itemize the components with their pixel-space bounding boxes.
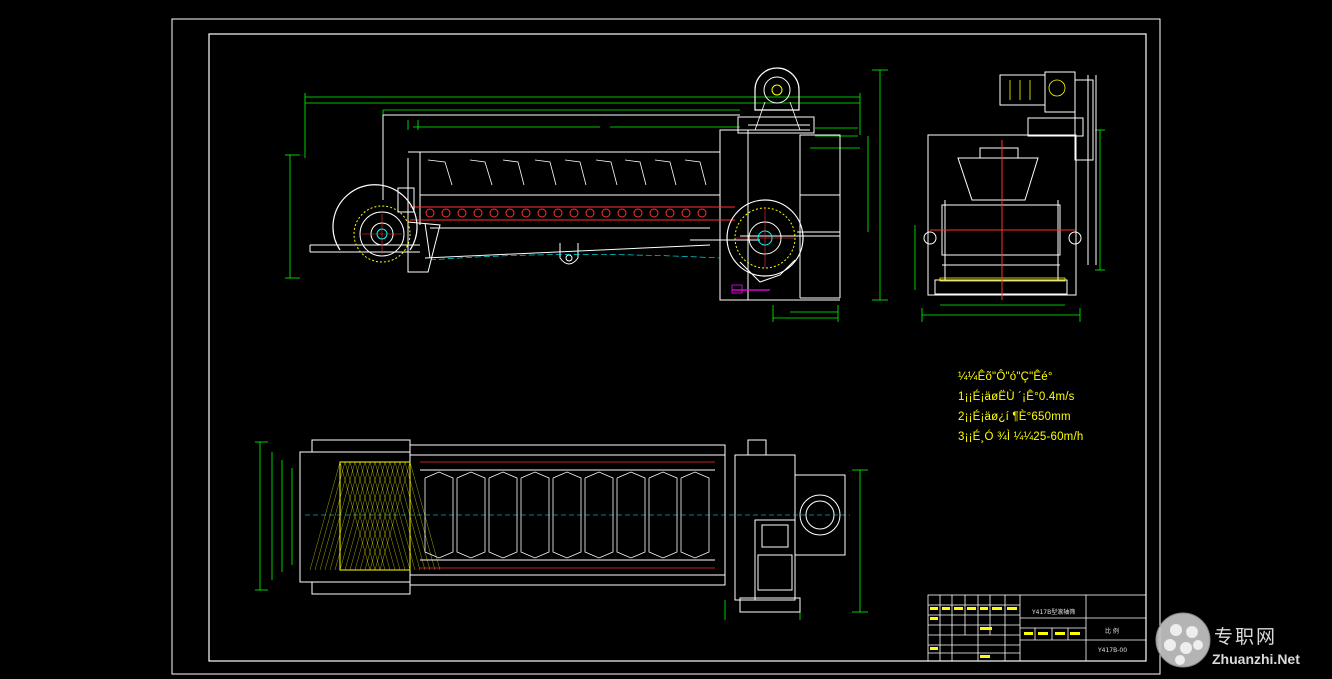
- grid-mesh-line: [319, 461, 351, 571]
- end-view-body: [927, 71, 1097, 296]
- plan-red-lines: [420, 461, 715, 569]
- grid-mesh-line: [339, 461, 371, 571]
- grid-mesh-line: [404, 461, 436, 571]
- end-view-centre: [930, 140, 1075, 300]
- grid-mesh-line: [349, 461, 381, 571]
- title-block-marks: [930, 607, 1080, 658]
- note-line-speed: 1¡¡É¡äøËÙ ´¡Ê°0.4m/s: [958, 391, 1075, 403]
- side-view-centre-lines: [429, 254, 721, 261]
- title-block: [927, 594, 1147, 662]
- side-view-frame: [309, 114, 841, 301]
- grid-mesh-line: [379, 461, 411, 571]
- side-view-dimensions: [285, 69, 888, 322]
- drive-pulley: [754, 67, 801, 131]
- grid-mesh-line: [329, 461, 361, 571]
- tail-sprocket: [332, 184, 418, 263]
- end-view-bearing-left: [923, 231, 937, 245]
- grid-mesh-line: [324, 461, 356, 571]
- side-elevation-view: [285, 67, 888, 322]
- plan-roller: [584, 471, 614, 559]
- grid-mesh-line: [359, 461, 391, 571]
- plan-roller: [488, 471, 518, 559]
- plan-view-frame: [299, 439, 846, 613]
- watermark-logo: [1155, 612, 1211, 668]
- head-sprocket: [726, 199, 804, 294]
- plan-rollers: [424, 471, 710, 559]
- end-elevation-view: [914, 71, 1105, 322]
- plan-roller: [520, 471, 550, 559]
- grid-mesh-line: [309, 461, 341, 571]
- plan-roller: [616, 471, 646, 559]
- roller-chain: [410, 206, 735, 221]
- end-view-bearing-right: [1068, 231, 1082, 245]
- note-line-width: 2¡¡É¡äø¿í ¶È°650mm: [958, 411, 1071, 423]
- grid-mesh-line: [314, 461, 346, 571]
- grid-mesh-line: [374, 461, 406, 571]
- grid-screen: [309, 461, 441, 571]
- watermark-cn: 专职网: [1214, 626, 1278, 648]
- plan-roller: [680, 471, 710, 559]
- grid-mesh-line: [389, 461, 421, 571]
- grid-mesh-line: [369, 461, 401, 571]
- plan-roller: [648, 471, 678, 559]
- plan-view-dimensions: [255, 441, 868, 620]
- watermark-site: Zhuanzhi.Net: [1212, 651, 1300, 667]
- drawing-number: Y417B-00: [1098, 647, 1128, 654]
- plan-roller: [552, 471, 582, 559]
- scale-label: 比 例: [1105, 628, 1119, 635]
- inner-border: [208, 33, 1147, 662]
- end-view-dimensions: [914, 129, 1105, 322]
- grid-mesh-line: [354, 461, 386, 571]
- notes-heading: ¼¼Êõ"Ô"ó"Ç"Êé°: [958, 371, 1053, 383]
- technical-notes: ¼¼Êõ"Ô"ó"Ç"Êé° 1¡¡É¡äøËÙ ´¡Ê°0.4m/s 2¡¡É…: [958, 367, 1083, 447]
- plan-roller: [456, 471, 486, 559]
- hopper-guides: [427, 159, 707, 186]
- drawing-name: Y417B型滚轴筛: [1032, 609, 1076, 616]
- grid-mesh-line: [334, 461, 366, 571]
- note-line-capacity: 3¡¡É¸Ó ¾Ì ¼¼25-60m/h: [958, 431, 1084, 443]
- grid-mesh-line: [344, 461, 376, 571]
- grid-mesh-line: [364, 461, 396, 571]
- plan-roller: [424, 471, 454, 559]
- plan-view: [255, 439, 868, 620]
- outer-border: [171, 18, 1161, 675]
